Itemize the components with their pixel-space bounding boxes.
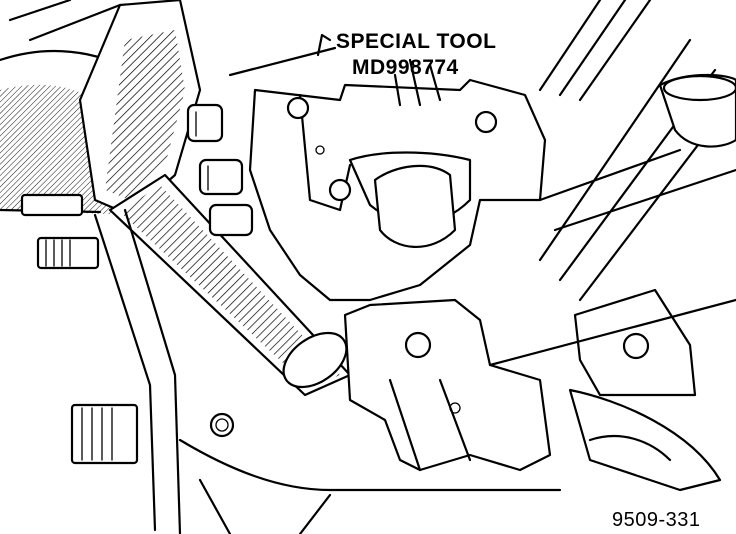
- special-tool-shaft: [78, 0, 352, 397]
- left-studs: [20, 193, 139, 465]
- figure-id: 9509-331: [612, 509, 701, 531]
- engine-block: [93, 208, 562, 534]
- callout-tool-number: MD998774: [352, 56, 459, 79]
- callout-tool-name: SPECIAL TOOL: [336, 30, 497, 53]
- bearing-cap-lower: [343, 298, 552, 472]
- callout-leaders: [228, 33, 337, 77]
- bearing-cap-upper: [248, 58, 547, 302]
- cap-bolts: [186, 103, 254, 237]
- cylinder-right: [538, 0, 736, 148]
- right-block: [488, 38, 736, 492]
